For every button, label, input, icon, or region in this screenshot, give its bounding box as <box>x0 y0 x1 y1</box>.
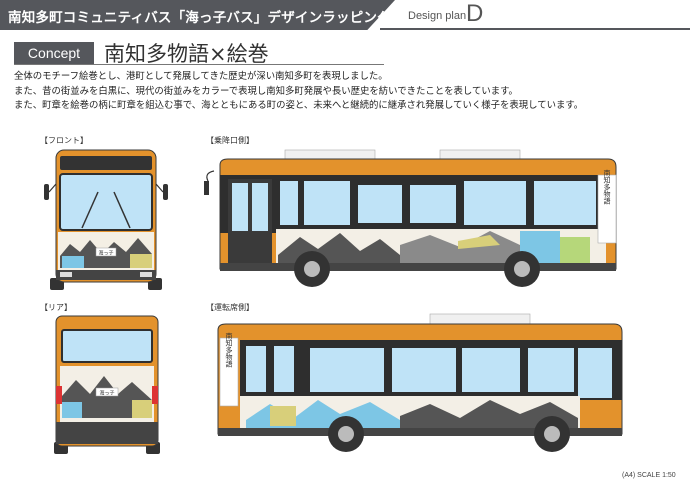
concept-description: 全体のモチーフ絵巻とし、港町として発展してきた歴史が深い南知多町を表現しました。… <box>14 70 686 114</box>
label-rear: 【リア】 <box>40 303 72 312</box>
side-vertical-text: 南知多物語 <box>225 332 233 369</box>
label-door-side: 【乗降口側】 <box>206 136 254 145</box>
front-plate-text: 海っ子 <box>98 250 113 257</box>
bus-rear-illustration: 海っ子 <box>54 315 160 454</box>
header-rule <box>380 28 690 30</box>
header: 南知多町コミュニティバス「海っ子バス」デザインラッピング Design plan… <box>0 0 690 30</box>
rear-plate-text: 海っ子 <box>99 390 114 397</box>
concept-tag: Concept <box>14 42 94 64</box>
concept-rule <box>14 64 384 65</box>
side-vertical-text: 南知多物語 <box>603 169 611 206</box>
label-driver-side: 【運転席側】 <box>206 303 254 312</box>
bus-door-side-illustration: 南知多物語 <box>204 149 617 287</box>
plan-label: Design plan <box>408 10 467 22</box>
header-bar <box>0 0 395 30</box>
bus-front-illustration: 海っ子 <box>44 149 168 290</box>
plan-letter: D <box>466 0 484 27</box>
bus-driver-side-illustration: 南知多物語 <box>217 313 623 452</box>
scale-note: (A4) SCALE 1:50 <box>622 472 676 479</box>
description-line: また、町章を絵巻の柄に町章を組込む事で、海とともにある町の姿と、未来へと継続的に… <box>14 100 584 111</box>
description-line: また、昔の街並みを白黒に、現代の街並みをカラーで表現し南知多町発展や長い歴史を紡… <box>14 85 518 97</box>
label-front: 【フロント】 <box>40 136 88 145</box>
page-title: 南知多町コミュニティバス「海っ子バス」デザインラッピング <box>8 10 391 26</box>
description-line: 全体のモチーフ絵巻とし、港町として発展してきた歴史が深い南知多町を表現しました。 <box>14 71 388 82</box>
concept-title: 南知多物語×絵巻 <box>104 42 269 66</box>
